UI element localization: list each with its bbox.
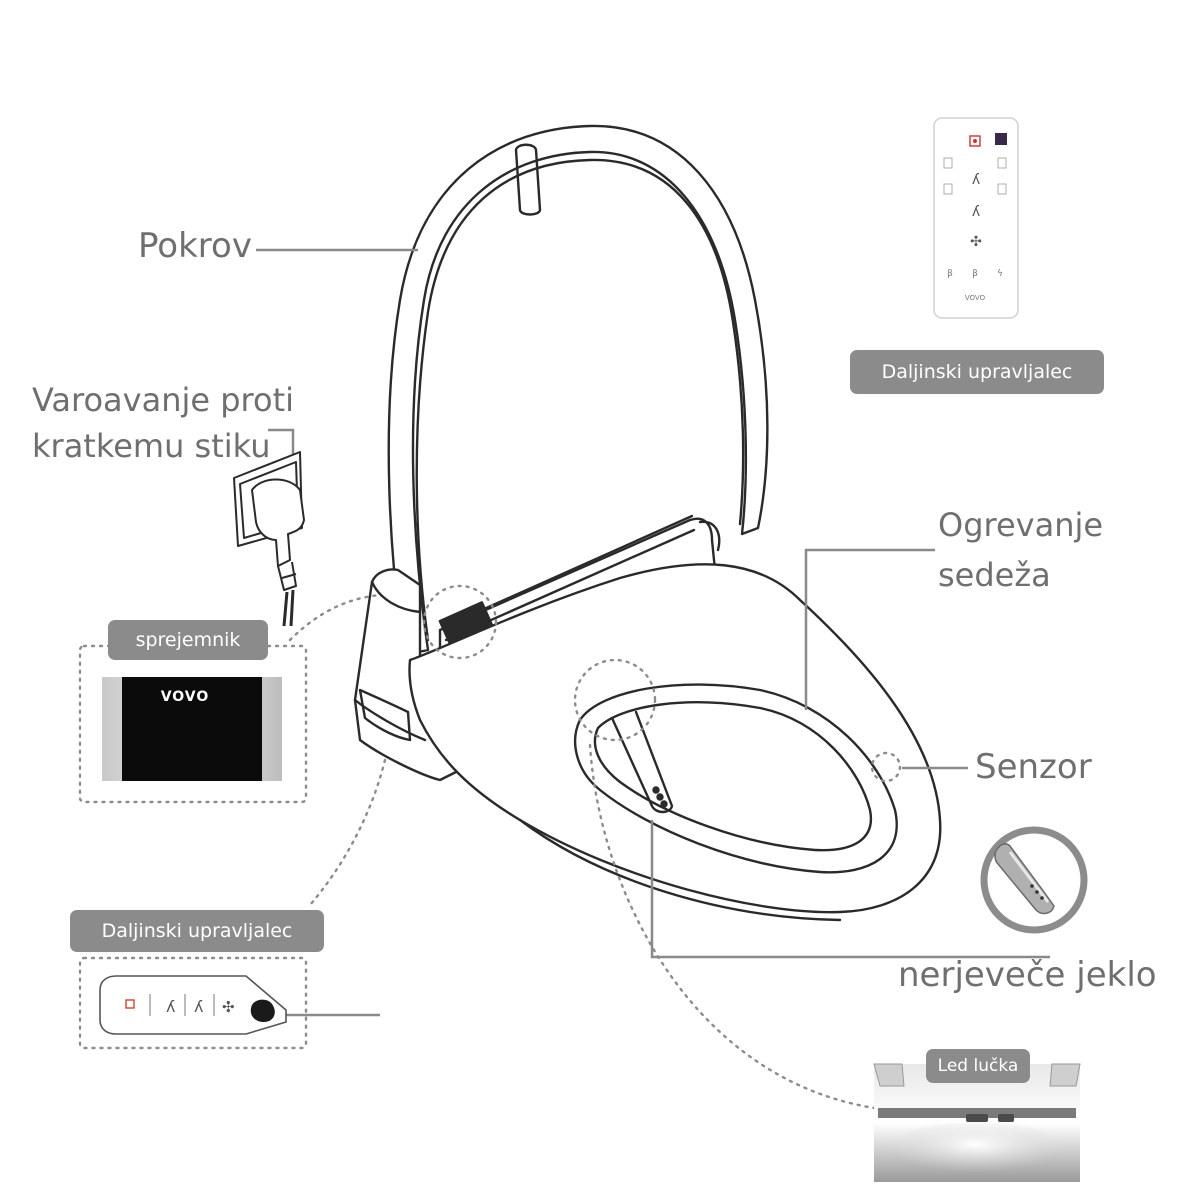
lid-slot — [514, 143, 542, 216]
receiver-badge: sprejemnik — [108, 620, 268, 660]
svg-text:β: β — [972, 269, 978, 279]
short-circuit-label-line1: Varoavanje proti — [32, 381, 295, 419]
remote-side-badge: Daljinski upravljalec — [70, 910, 324, 952]
side-panel-dotted-link — [308, 758, 387, 907]
svg-text:β: β — [947, 269, 953, 279]
sensor-focus-circle — [870, 751, 902, 783]
hinge-focus-circle — [422, 584, 498, 660]
svg-text:ϟ: ϟ — [997, 269, 1003, 279]
svg-text:✣: ✣ — [970, 234, 982, 250]
nozzle — [610, 710, 674, 814]
receiver-dotted-link — [288, 593, 382, 642]
seat-ring-outer — [573, 683, 898, 874]
fan-icon: ✣ — [222, 998, 235, 1016]
receiver-panel: VOVO — [102, 677, 282, 781]
led-light-icon — [873, 1063, 1081, 1182]
power-icon — [125, 999, 135, 1009]
svg-text:ʎ: ʎ — [972, 172, 980, 188]
dotted-links — [78, 584, 902, 1112]
remote-control-icon: ʎ ʎ ✣ β β ϟ VOVO — [933, 117, 1019, 319]
spray-icon: ʎ — [194, 997, 203, 1016]
toilet-seat-drawing — [353, 124, 942, 922]
plug-icon — [233, 451, 305, 627]
lid-outline — [387, 124, 769, 657]
svg-text:ʎ: ʎ — [972, 204, 980, 220]
seat-body — [408, 563, 942, 914]
nozzle-closeup-icon — [980, 826, 1088, 934]
side-control-panel-icon: ʎ ʎ ✣ — [99, 975, 287, 1035]
callout-lines — [256, 248, 1050, 1017]
side-remote-frame — [78, 956, 308, 1050]
seat-ring-inner — [593, 701, 873, 852]
receiver-frame — [78, 644, 308, 804]
seat-heating-label-line1: Ogrevanje — [938, 506, 1104, 544]
led-dotted-link — [588, 743, 892, 1112]
seat-heating-label-line2: sedeža — [938, 556, 1051, 594]
stainless-steel-label: nerjeveče jeklo — [898, 955, 1157, 995]
seat-heating-callout-line — [804, 548, 935, 710]
svg-text:VOVO: VOVO — [965, 294, 986, 302]
nozzle-focus-circle — [573, 658, 657, 742]
lid-inner-rim — [415, 158, 745, 642]
led-badge: Led lučka — [926, 1049, 1030, 1083]
short-circuit-callout-line — [268, 428, 295, 458]
lid-label: Pokrov — [138, 226, 252, 266]
short-circuit-label-line2: kratkemu stiku — [32, 427, 271, 465]
receiver-brand: VOVO — [161, 689, 210, 705]
steel-callout-line — [650, 820, 1050, 959]
remote-top-badge: Daljinski upravljalec — [850, 350, 1104, 394]
spray-icon: ʎ — [166, 997, 175, 1016]
sensor-label: Senzor — [975, 747, 1092, 787]
